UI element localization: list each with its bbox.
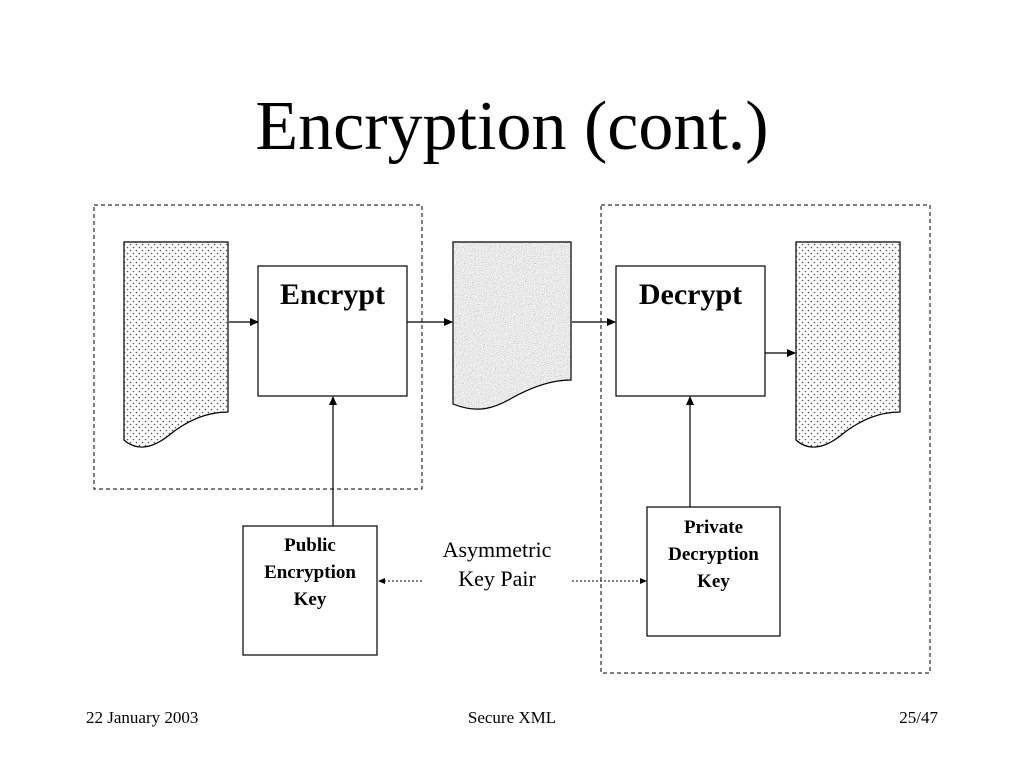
private-key-box [646, 506, 781, 637]
private-key-label: Private Decryption Key [647, 514, 780, 595]
key-pair-line-2: Key Pair [458, 566, 536, 591]
footer-date: 22 January 2003 [86, 708, 199, 727]
public-key-line-2: Encryption [264, 562, 356, 583]
decrypted-document-icon [795, 241, 901, 448]
decrypt-label: Decrypt [638, 278, 743, 311]
private-key-line-1: Private [683, 517, 744, 538]
key-pair-label: Asymmetric Key Pair [422, 535, 572, 593]
public-key-line-3: Key [293, 589, 327, 610]
public-key-line-1: Public [284, 535, 336, 556]
private-key-line-3: Key [697, 571, 730, 592]
encrypt-box [257, 265, 408, 397]
slide-title: Encryption (cont.) [255, 88, 769, 165]
private-key-line-2: Decryption [668, 544, 759, 565]
public-key-box [242, 525, 378, 656]
encrypt-label: Encrypt [280, 278, 385, 311]
key-pair-line-1: Asymmetric [442, 537, 552, 562]
ciphertext-document-icon [452, 241, 572, 410]
encrypt-group-boundary [93, 204, 423, 490]
decrypt-group-boundary [600, 204, 931, 674]
plaintext-document-icon [123, 241, 229, 448]
public-key-label: Public Encryption Key [243, 532, 377, 613]
footer-page-number: 25/47 [899, 708, 938, 727]
footer-title: Secure XML [467, 708, 557, 727]
